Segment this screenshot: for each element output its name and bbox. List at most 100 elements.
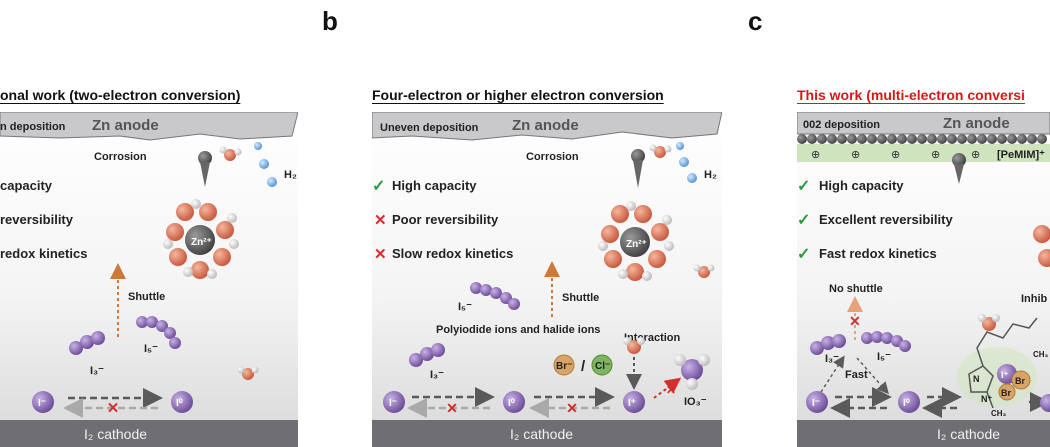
ch3-bottom-label: CH₃: [991, 409, 1007, 418]
i-plus-label: I⁺: [628, 398, 636, 409]
feature-capacity: High capacity: [819, 178, 904, 193]
i3-chain-icon: [409, 343, 445, 367]
bromine-atom: [998, 383, 1016, 401]
solvated-zn-icon: [163, 199, 239, 279]
br-label: Br: [1001, 388, 1011, 398]
panel-b-diagram: Uneven deposition Zn anode Corrosion H₂ …: [372, 112, 722, 447]
corrosion-label: Corrosion: [94, 151, 147, 163]
i-zero-label: I⁰: [903, 398, 910, 409]
plus-icon: ⊕: [971, 149, 980, 161]
deposition-label: Uneven deposition: [380, 122, 479, 134]
i5-chain-icon: [136, 316, 181, 349]
i5-chain-icon: [861, 331, 911, 352]
i-plus-label: I⁺: [1001, 370, 1009, 380]
feature-kinetics: Fast redox kinetics: [819, 246, 937, 261]
i-minus-atom: [32, 391, 54, 413]
plus-icon: ⊕: [851, 149, 860, 161]
check-icon: ✓: [797, 212, 810, 229]
cross-icon: ✕: [374, 246, 387, 263]
shuttle-label: Shuttle: [562, 292, 599, 304]
chloride-ion: [591, 354, 613, 376]
zn-anode: [797, 112, 1050, 135]
water-molecule-icon: [237, 366, 259, 380]
i-zero-label: I⁰: [508, 398, 515, 409]
cathode-label: I₂ cathode: [510, 426, 573, 442]
interaction-blocked-arrow: [653, 377, 682, 399]
i2-cathode: [372, 420, 722, 447]
h2-label: H₂: [284, 169, 297, 181]
panel-a: n deposition Zn anode Corrosion H₂ capac…: [0, 112, 298, 447]
io3-label: IO₃⁻: [684, 396, 707, 408]
i2-cathode: [797, 420, 1050, 447]
plus-icon: ⊕: [811, 149, 820, 161]
i-minus-label: I⁻: [38, 398, 46, 409]
h2-label: H₂: [704, 169, 717, 181]
i-minus-atom: [383, 391, 405, 413]
fast-path-arrow: [820, 355, 845, 393]
zn-anode: [372, 112, 722, 141]
zn-bead-row: [797, 134, 1047, 144]
pemim-cation-icon: [952, 153, 966, 184]
bromine-atom: [1011, 370, 1031, 390]
anode-label: Zn anode: [92, 117, 159, 134]
i3-chain-icon: [810, 334, 846, 355]
i-zero-atom: [898, 391, 920, 413]
i-zero-atom: [171, 391, 193, 413]
br-label: Br⁻: [556, 361, 572, 372]
h2-bubbles-icon: [676, 142, 697, 183]
i-zero-atom: [503, 391, 525, 413]
bromide-ion: [553, 354, 575, 376]
slash-label: /: [581, 358, 586, 375]
next-atom-partial: [1040, 394, 1050, 412]
pemim-structure-icon: [957, 317, 1038, 409]
check-icon: ✓: [797, 178, 810, 195]
solvated-zn-partial-icon: [1033, 225, 1050, 267]
deposition-label: n deposition: [0, 121, 66, 133]
water-molecule-icon: [693, 264, 715, 278]
corrosion-label: Corrosion: [526, 151, 579, 163]
dendrite-icon: [631, 149, 645, 188]
i3-label: I₃⁻: [825, 353, 839, 365]
solvated-zn-icon: [598, 201, 674, 281]
i3-label: I₃⁻: [90, 365, 104, 377]
fast-path-arrow: [856, 357, 889, 395]
i5-label: I₅⁻: [144, 343, 158, 355]
i-minus-atom: [806, 391, 828, 413]
blocked-mark-icon: ✕: [849, 313, 861, 329]
feature-reversibility: Poor reversibility: [392, 212, 499, 227]
pemim-label: [PeMIM]⁺: [997, 149, 1045, 161]
polyiodide-label: Polyiodide ions and halide ions: [436, 324, 600, 336]
feature-capacity: High capacity: [392, 178, 477, 193]
io3-molecule-icon: [674, 354, 710, 390]
i5-label: I₅⁻: [458, 301, 472, 313]
panel-c: 002 deposition Zn anode ⊕ ⊕ ⊕ ⊕ ⊕ [PeMIM…: [797, 112, 1050, 447]
water-molecule-icon: [649, 144, 672, 158]
cross-icon: ✕: [374, 212, 387, 229]
deposition-label: 002 deposition: [803, 119, 880, 131]
i-minus-label: I⁻: [389, 398, 397, 409]
feature-capacity: capacity: [0, 178, 53, 193]
panel-b-title: Four-electron or higher electron convers…: [372, 87, 664, 103]
feature-kinetics: Slow redox kinetics: [392, 246, 513, 261]
no-shuttle-label: No shuttle: [829, 283, 883, 295]
n-label: N: [973, 374, 980, 384]
plus-icon: ⊕: [891, 149, 900, 161]
feature-kinetics: redox kinetics: [0, 246, 87, 261]
h2-bubbles-icon: [254, 142, 277, 187]
panel-letter-c: c: [748, 6, 763, 36]
i-zero-label: I⁰: [176, 398, 183, 409]
i5-label: I₅⁻: [877, 351, 891, 363]
i-minus-label: I⁻: [812, 398, 820, 409]
i3-label: I₃⁻: [430, 369, 444, 381]
n-plus-label: N⁺: [981, 394, 992, 404]
blocked-mark-icon: ✕: [446, 400, 458, 416]
zn-anode: [0, 112, 298, 141]
panel-a-title: onal work (two-electron conversion): [0, 87, 241, 103]
i5-chain-icon: [470, 282, 520, 310]
fast-label: Fast: [845, 369, 868, 381]
feature-reversibility: Excellent reversibility: [819, 212, 953, 227]
anode-label: Zn anode: [512, 117, 579, 134]
dendrite-icon: [198, 151, 212, 187]
i-plus-atom: [623, 391, 645, 413]
check-icon: ✓: [797, 246, 810, 263]
